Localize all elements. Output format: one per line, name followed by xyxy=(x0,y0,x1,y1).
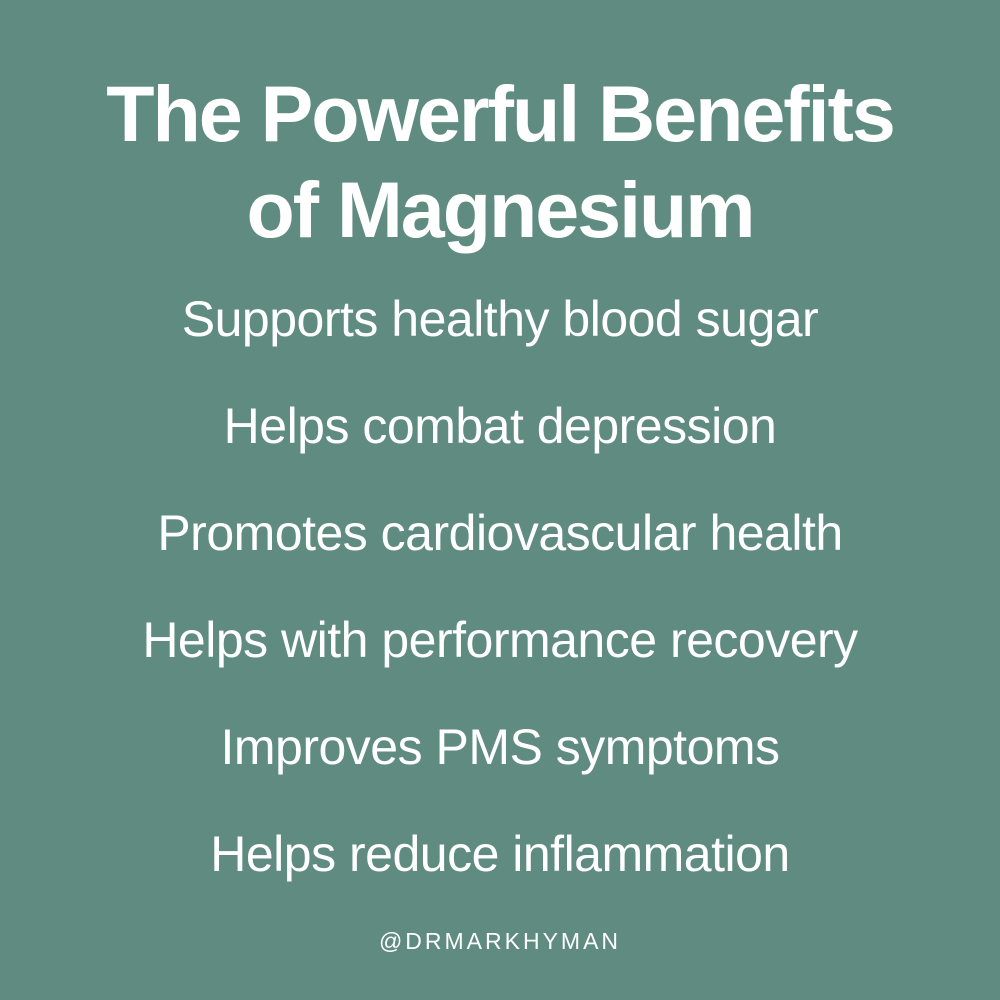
benefit-performance-recovery: Helps with performance recovery xyxy=(142,612,858,668)
benefit-depression: Helps combat depression xyxy=(223,398,777,454)
page-title: The Powerful Benefits of Magnesium xyxy=(0,66,1000,258)
benefit-blood-sugar: Supports healthy blood sugar xyxy=(181,291,819,347)
benefit-cardiovascular: Promotes cardiovascular health xyxy=(157,505,843,561)
benefit-pms: Improves PMS symptoms xyxy=(220,719,780,775)
benefits-list: Supports healthy blood sugar Helps comba… xyxy=(0,286,1000,928)
title-line-1: The Powerful Benefits xyxy=(106,69,896,158)
benefit-inflammation: Helps reduce inflammation xyxy=(210,826,790,882)
title-line-2: of Magnesium xyxy=(246,165,755,254)
social-handle: @DRMARKHYMAN xyxy=(378,928,622,954)
